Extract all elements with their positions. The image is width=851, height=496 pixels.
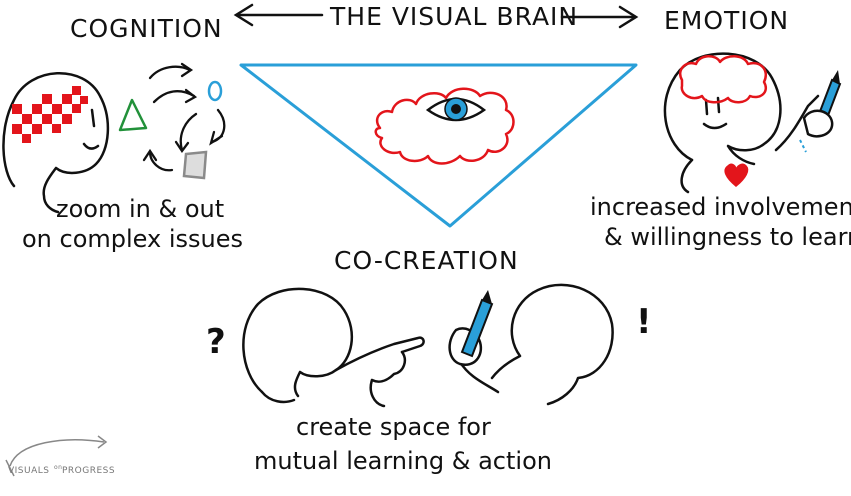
circle-icon: [209, 82, 221, 100]
arrow-left-icon: [236, 5, 322, 25]
logo-word-visuals: VISUALS: [8, 466, 50, 476]
cognition-caption-line1: zoom in & out: [56, 194, 224, 224]
main-title: THE VISUAL BRAIN: [330, 2, 578, 31]
cycle-arrows-icon: [144, 64, 224, 170]
emotion-brain: [680, 56, 766, 102]
square-icon: [184, 152, 206, 178]
cocreation-caption-line2: mutual learning & action: [254, 446, 552, 476]
cognition-brain-pixels: [12, 86, 88, 143]
emotion-caption-line2: & willingness to learn: [604, 222, 851, 252]
visuals-in-progress-logo: VISUALS on PROGRESS: [4, 432, 124, 492]
triangle-shape: [241, 65, 636, 226]
cocreation-title: CO-CREATION: [334, 246, 519, 275]
emotion-caption-line1: increased involvement: [590, 192, 851, 222]
emotion-head: [665, 54, 780, 192]
cognition-head: [3, 73, 107, 212]
logo-arrow-icon: [4, 432, 124, 492]
pen-icon: [776, 70, 840, 152]
cocreation-caption-line1: create space for: [296, 412, 491, 442]
exclamation-mark: !: [636, 302, 653, 342]
cocreation-head-left: [243, 289, 423, 406]
eye-icon: [428, 98, 484, 120]
cognition-caption-line2: on complex issues: [22, 224, 243, 254]
cognition-title: COGNITION: [70, 14, 223, 43]
question-mark: ?: [206, 322, 227, 362]
heart-icon: [725, 164, 747, 186]
emotion-title: EMOTION: [664, 6, 789, 35]
triangle-icon: [120, 100, 146, 130]
logo-word-progress: PROGRESS: [62, 466, 115, 476]
